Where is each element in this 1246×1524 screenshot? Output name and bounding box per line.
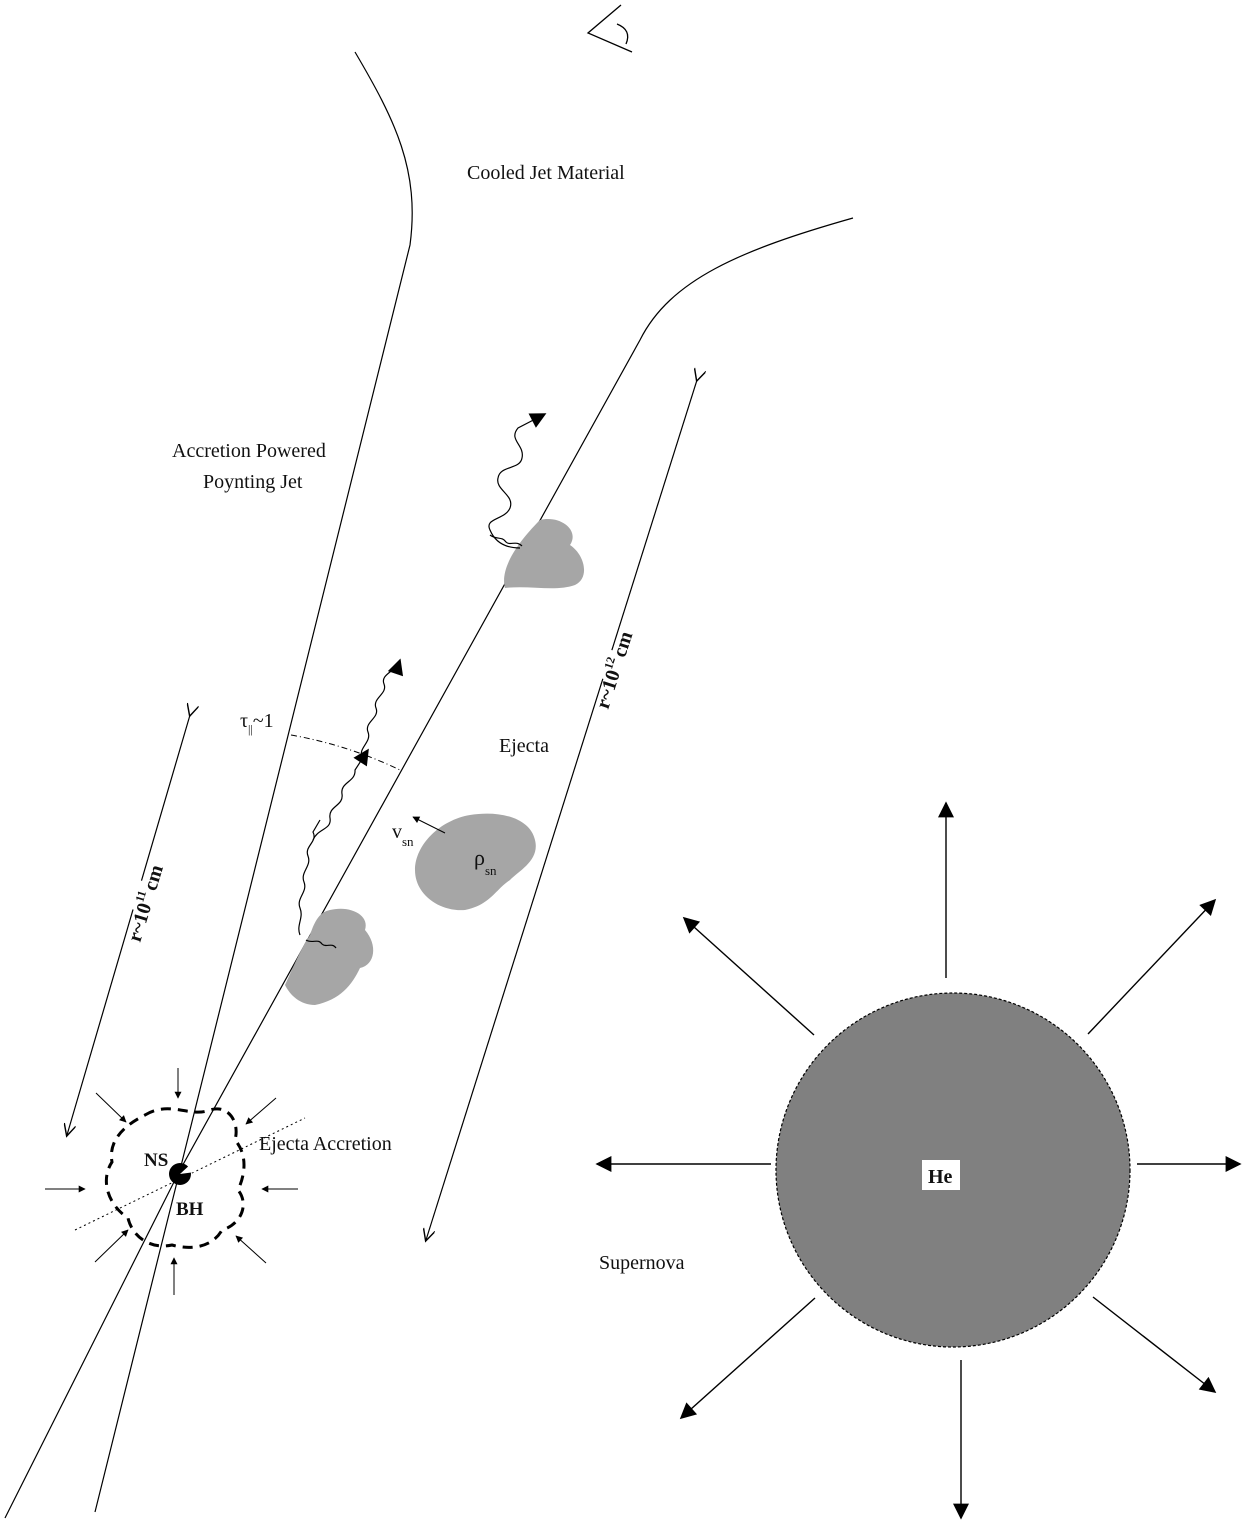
neutron-star-label: NS [144, 1150, 168, 1171]
helium-label: He [928, 1166, 953, 1188]
velocity-label: vsn [392, 821, 414, 849]
ejecta-label: Ejecta [499, 735, 549, 757]
infall-arrows [45, 1068, 298, 1295]
velocity-subscript: sn [402, 834, 414, 849]
expansion-arrows [595, 801, 1242, 1520]
supernova-label: Supernova [599, 1252, 685, 1274]
optical-depth-label: τ||~1 [240, 710, 274, 736]
velocity-symbol: v [392, 821, 402, 843]
he-label-box [922, 1160, 960, 1190]
tau-value: ~1 [253, 710, 274, 732]
photon-upper-tail [489, 534, 523, 547]
accretion-boundary [104, 1107, 246, 1249]
tau-subscript: || [248, 722, 253, 736]
density-subscript: sn [485, 863, 497, 878]
radius-1e11-exponent: 11 [132, 889, 149, 904]
density-label: ρsn [474, 845, 497, 878]
ejecta-blob-lower [285, 908, 374, 1005]
photon-lower-tail [305, 939, 337, 949]
velocity-arrow [412, 816, 446, 834]
density-symbol: ρ [474, 845, 485, 870]
jet-label-line1: Accretion Powered [172, 440, 326, 462]
jet-label-line2: Poynting Jet [203, 471, 303, 493]
cooled-jet-label: Cooled Jet Material [467, 162, 625, 184]
radius-1e12-unit: cm [609, 629, 638, 660]
jet-left-boundary [94, 51, 413, 1513]
tau-symbol: τ [240, 710, 248, 732]
radius-arrow-1e11 [67, 715, 190, 1135]
compact-object-icon [169, 1162, 195, 1185]
observer-eye-icon [586, 4, 633, 53]
jet-boundary [4, 51, 854, 1519]
jet-right-boundary [4, 217, 854, 1519]
ejecta-accretion-label: Ejecta Accretion [259, 1133, 392, 1155]
black-hole-label: BH [176, 1199, 204, 1220]
photon-mid-upper [360, 658, 404, 758]
photosphere-arc [290, 734, 401, 771]
radius-1e12-exponent: 12 [601, 655, 618, 671]
radius-arrow-1e12 [426, 380, 697, 1240]
photon-mid-lower [298, 750, 368, 936]
ejecta-blob-upper [504, 519, 585, 589]
